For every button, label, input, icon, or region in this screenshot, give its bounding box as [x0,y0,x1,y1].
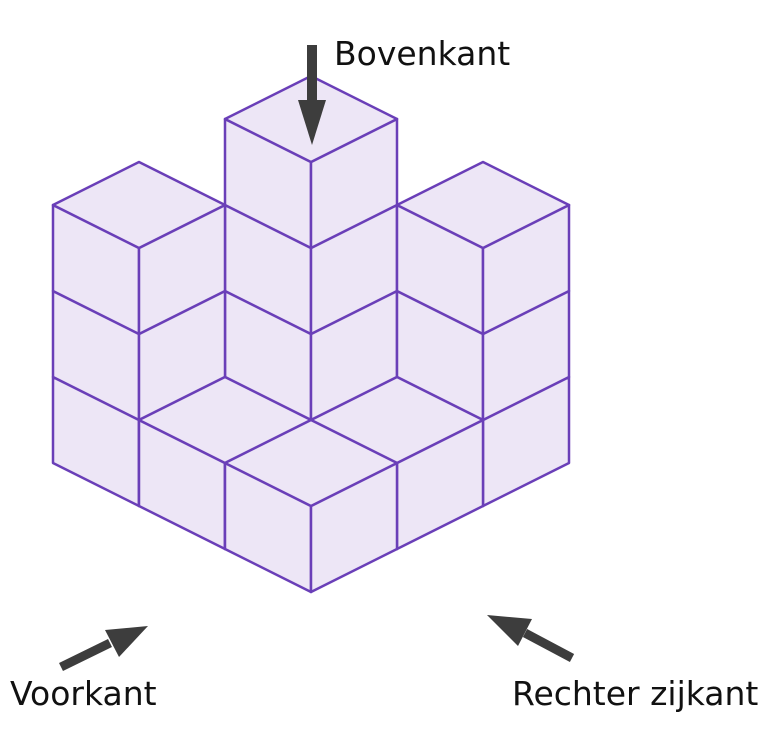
label-top-view: Bovenkant [334,34,510,73]
label-front-view: Voorkant [10,674,157,713]
cube-top-face [395,160,571,250]
cube-top-face [223,418,399,508]
cube-top-face [51,160,227,250]
label-right-side-view: Rechter zijkant [512,674,758,713]
arrow-top [298,45,326,145]
cube-structure [51,74,571,594]
arrow-front [59,626,148,672]
arrow-right [487,615,575,662]
